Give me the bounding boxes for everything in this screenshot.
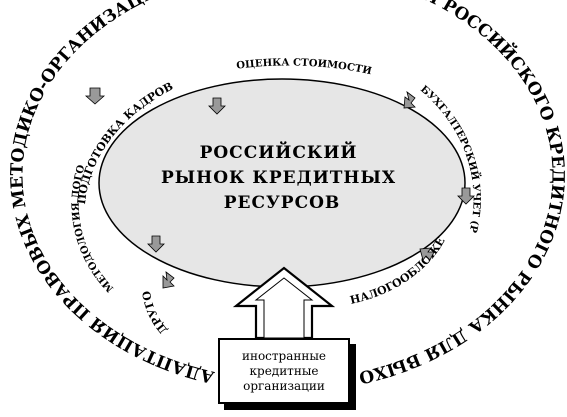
foreign-credit-organizations-box: иностранные кредитные организации <box>218 338 350 404</box>
arrow-icon-bottom-right <box>419 247 435 261</box>
arrow-icon-right <box>457 187 475 205</box>
arrow-icon-left <box>147 235 165 253</box>
entry-box-line2: кредитные <box>249 363 319 378</box>
center-title-line2: РЫНОК КРЕДИТНЫХ <box>161 168 396 188</box>
center-title-line3: РЕСУРСОВ <box>224 193 341 213</box>
center-title-line1: РОССИЙСКИЙ <box>200 141 358 163</box>
arrow-icon-top-right <box>403 91 416 109</box>
arrow-icon-top <box>208 97 226 115</box>
entry-arrow-inner <box>254 277 314 339</box>
svg-text:РОССИЙСКИЙ РЫНОК КРЕДИТНЫХ: РОССИЙСКИЙ РЫНОК КРЕДИТНЫХ РЕСУРСОВ <box>161 141 403 213</box>
arrow-icon-bottom-left <box>162 271 175 289</box>
entry-box-line3: организации <box>243 378 325 393</box>
entry-box-line1: иностранные <box>241 348 327 363</box>
arrow-icon-top-left <box>84 87 106 105</box>
